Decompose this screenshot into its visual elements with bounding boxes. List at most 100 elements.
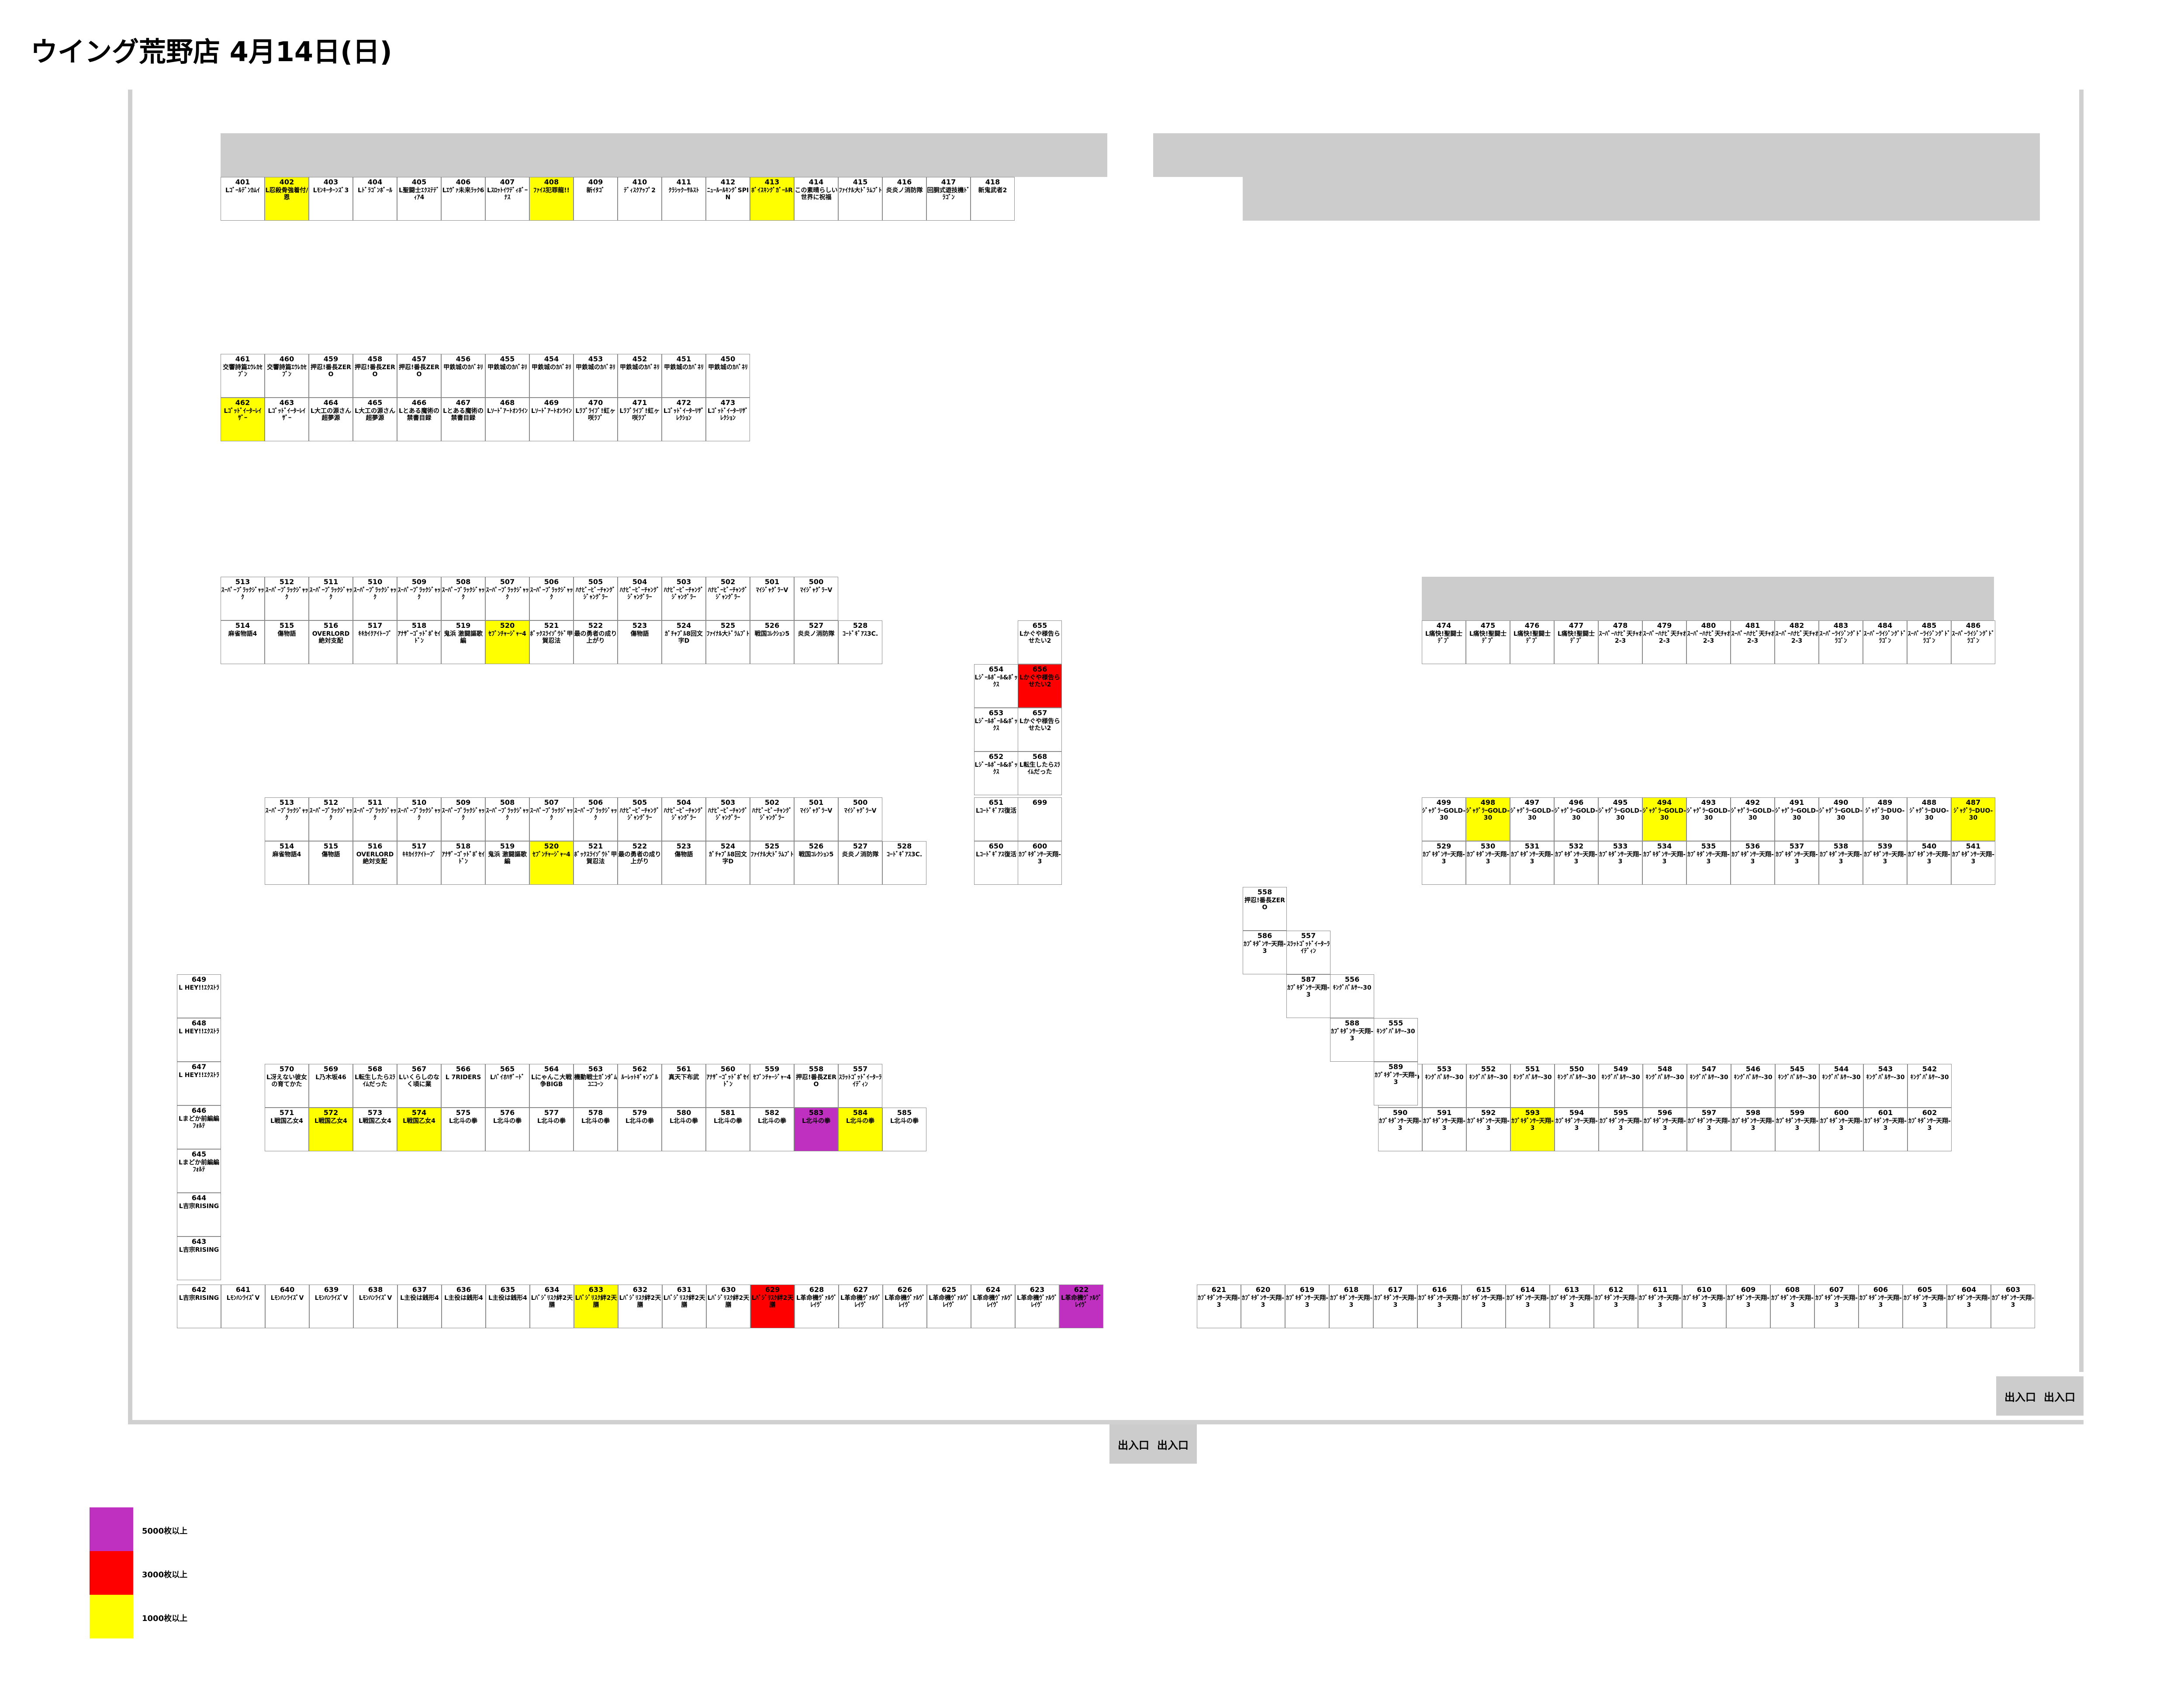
machine-slot[interactable]: 699 [1018,797,1062,841]
